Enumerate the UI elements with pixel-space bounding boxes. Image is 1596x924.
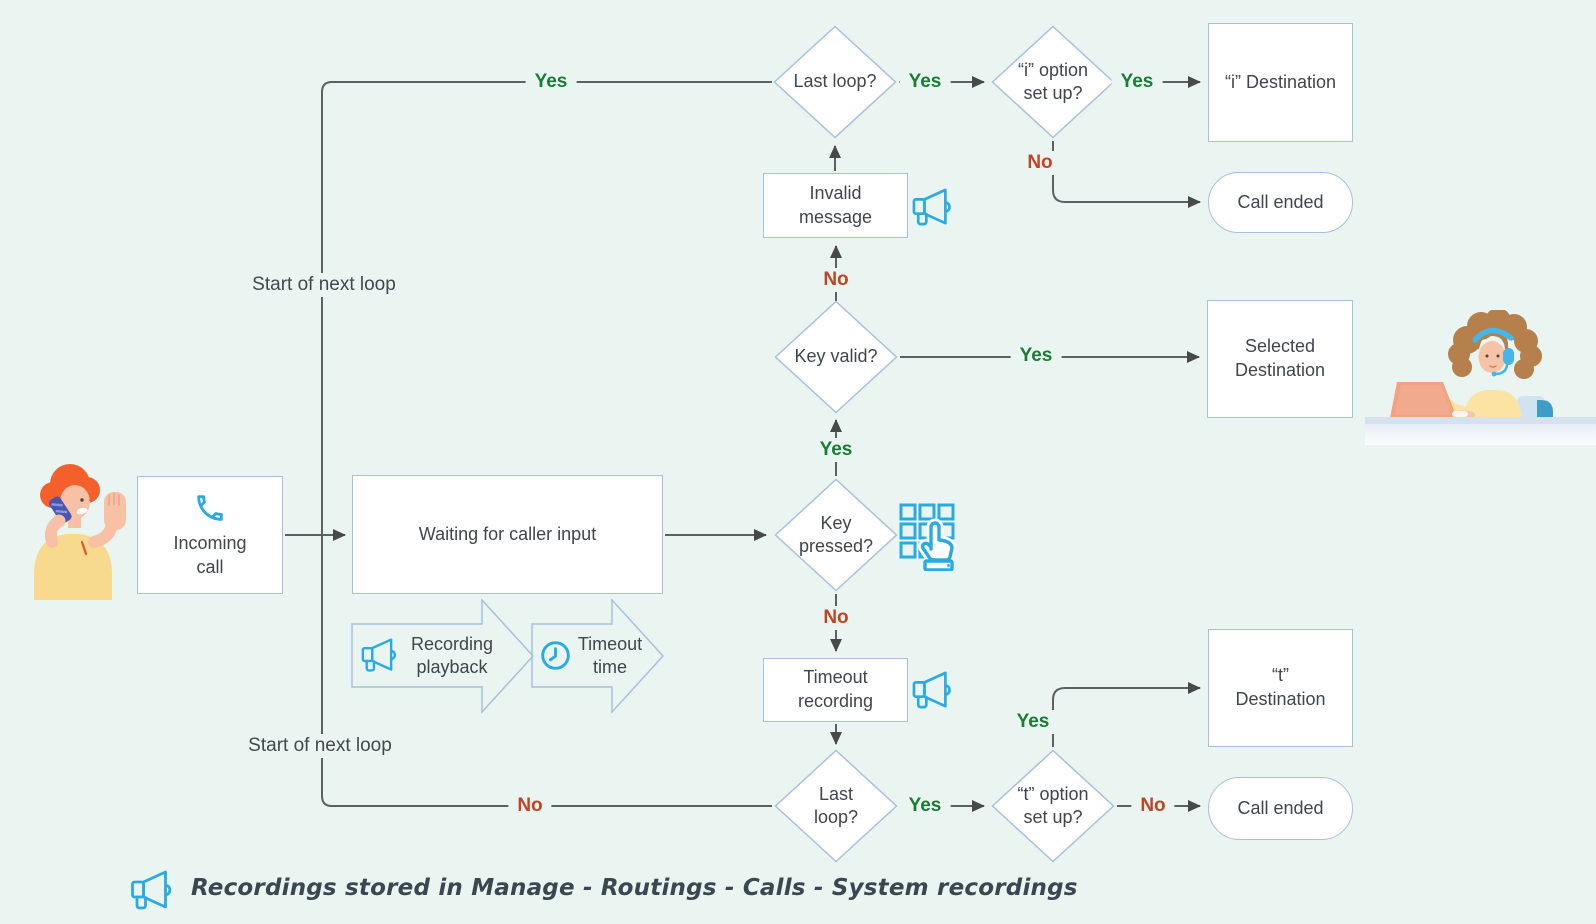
t-destination-label: “t” Destination (1235, 665, 1326, 709)
key-valid-label: Key valid? (794, 346, 878, 367)
edge-label-t-option-no: No (1131, 794, 1175, 818)
recordings-note: Recordings stored in Manage - Routings -… (191, 875, 1078, 901)
start-of-next-loop-label: Start of next loop (244, 273, 404, 297)
last-loop-label: Last loop? (793, 71, 877, 92)
megaphone-icon (360, 637, 400, 673)
caller-illustration (34, 464, 126, 600)
call-ended-label: Call ended (1237, 797, 1324, 818)
key-pressed-label: Key pressed? (798, 512, 874, 556)
decision-key-pressed: Key pressed? (774, 478, 898, 592)
node-i-destination: “i” Destination (1208, 23, 1353, 142)
node-invalid-message: Invalid message (763, 173, 908, 238)
node-t-destination: “t” Destination (1208, 629, 1353, 747)
timeout-time-label: Timeout time (577, 634, 643, 677)
megaphone-icon (911, 187, 955, 227)
decision-t-option-set-up: “t” option set up? (991, 749, 1115, 863)
node-timeout-recording: Timeout recording (763, 658, 908, 722)
edge-label-lastloop-bottom-yes: Yes (899, 794, 951, 818)
megaphone-icon (911, 670, 955, 710)
edge-label-i-option-yes: Yes (1111, 70, 1163, 94)
edge-label-loop-top-yes: Yes (525, 70, 577, 94)
edge-toption-yes (1052, 682, 1201, 747)
incoming-call-label: Incoming call (173, 532, 247, 577)
keypad-tap-icon (899, 503, 963, 571)
edge-label-t-option-yes: Yes (1007, 710, 1059, 734)
decision-i-option-set-up: “i” option set up? (991, 25, 1115, 139)
selected-destination-label: Selected Destination (1234, 336, 1326, 380)
edge-label-key-valid-yes: Yes (1010, 344, 1062, 368)
edge-loop-return (321, 81, 772, 807)
call-ended-label: Call ended (1237, 191, 1324, 212)
edge-label-loop-bottom-no: No (508, 794, 552, 818)
agent-illustration (1365, 310, 1596, 445)
start-of-next-loop-label: Start of next loop (240, 734, 400, 758)
i-option-label: “i” option set up? (1017, 59, 1089, 103)
clock-icon (540, 640, 571, 671)
node-waiting-for-input: Waiting for caller input (352, 475, 663, 594)
t-option-label: “t” option set up? (1017, 783, 1089, 827)
waiting-for-input-label: Waiting for caller input (418, 523, 597, 544)
recording-playback-label: Recording playback (410, 634, 494, 677)
node-call-ended-bottom: Call ended (1208, 777, 1353, 840)
edge-label-key-valid-no: No (814, 268, 858, 292)
node-call-ended-top: Call ended (1208, 172, 1353, 233)
node-selected-destination: Selected Destination (1207, 300, 1353, 418)
node-incoming-call: Incoming call (137, 476, 283, 594)
phone-icon (193, 491, 227, 525)
edge-label-lastloop-top-yes: Yes (899, 70, 951, 94)
edge-label-key-pressed-no: No (814, 606, 858, 630)
edge-label-key-pressed-yes: Yes (810, 438, 862, 462)
decision-last-loop-bottom: Last loop? (774, 749, 898, 863)
edge-label-i-option-no: No (1018, 151, 1062, 175)
invalid-message-label: Invalid message (798, 182, 873, 227)
decision-last-loop-top: Last loop? (773, 25, 897, 139)
i-destination-label: “i” Destination (1224, 71, 1337, 92)
megaphone-icon (129, 869, 176, 911)
edge-ioption-no (1052, 141, 1201, 208)
timeout-recording-label: Timeout recording (797, 667, 874, 711)
last-loop-label: Last loop? (813, 783, 859, 827)
decision-key-valid: Key valid? (774, 300, 898, 414)
